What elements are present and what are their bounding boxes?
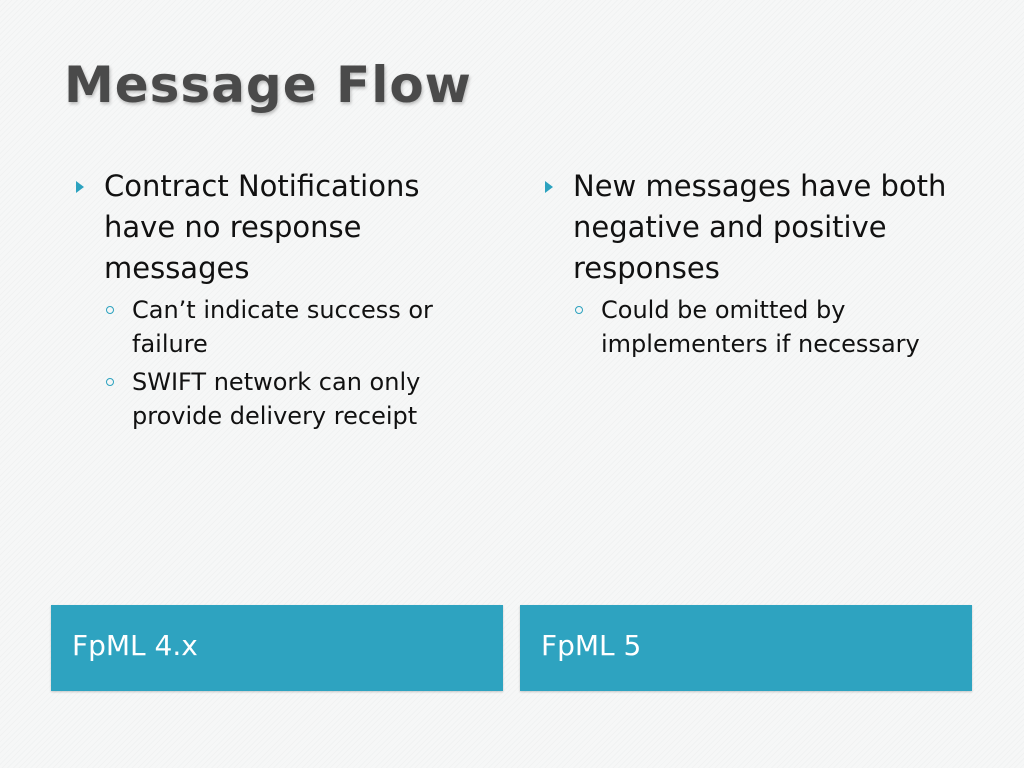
page-title: Message Flow [64, 56, 472, 114]
footer-box-fpml5: FpML 5 [520, 605, 972, 691]
bullet-item: New messages have both negative and posi… [545, 166, 985, 289]
bullet-item: Contract Notifications have no response … [76, 166, 496, 289]
sub-list: Can’t indicate success or failure SWIFT … [76, 293, 496, 433]
bullet-text: Contract Notifications have no response … [104, 169, 420, 285]
sub-item-text: SWIFT network can only provide delivery … [132, 368, 421, 430]
bullet-text: New messages have both negative and posi… [573, 169, 947, 285]
circle-outline-icon [106, 306, 114, 314]
footer-box-fpml4: FpML 4.x [51, 605, 503, 691]
footer-label: FpML 5 [541, 629, 642, 662]
circle-outline-icon [575, 306, 583, 314]
triangle-right-icon [545, 181, 553, 193]
circle-outline-icon [106, 378, 114, 386]
left-column: Contract Notifications have no response … [76, 166, 496, 437]
sub-item: Could be omitted by implementers if nece… [573, 293, 985, 361]
sub-item-text: Could be omitted by implementers if nece… [601, 296, 920, 358]
right-column: New messages have both negative and posi… [545, 166, 985, 365]
sub-item: Can’t indicate success or failure [104, 293, 496, 361]
footer-label: FpML 4.x [72, 629, 198, 662]
sub-item-text: Can’t indicate success or failure [132, 296, 433, 358]
triangle-right-icon [76, 181, 84, 193]
sub-list: Could be omitted by implementers if nece… [545, 293, 985, 361]
sub-item: SWIFT network can only provide delivery … [104, 365, 496, 433]
